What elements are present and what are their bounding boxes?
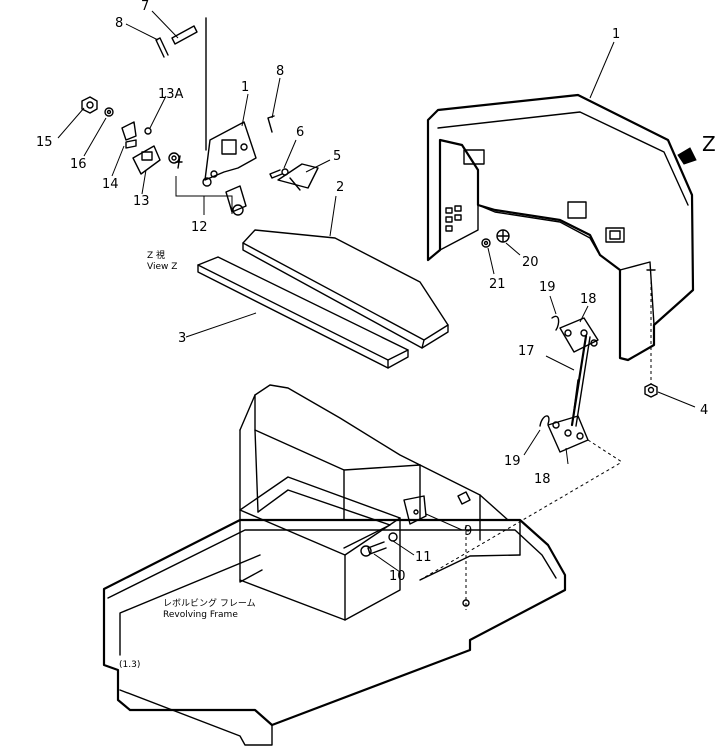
callout-labels: 1 1 2 3 4 5 6 7 8 8 9 10 11 12 13 13A 14… (36, 0, 708, 584)
callout-7: 7 (141, 0, 149, 14)
bolt-part-20-21 (481, 229, 510, 248)
callout-20: 20 (522, 255, 539, 270)
callout-8-mid: 8 (276, 64, 284, 79)
view-z-caption-en: View Z (147, 262, 177, 272)
revolving-frame (102, 384, 623, 746)
callout-6: 6 (296, 125, 304, 140)
callout-4: 4 (700, 403, 708, 418)
callout-19-top: 19 (539, 280, 556, 295)
callout-3: 3 (178, 331, 186, 346)
gas-spring-part-17 (539, 315, 623, 463)
callout-11: 11 (415, 550, 432, 565)
callout-12: 12 (191, 220, 208, 235)
panel-part-3 (197, 256, 409, 369)
panel-part-2 (242, 229, 449, 349)
frame-label-jp: レボルビング フレーム (163, 597, 256, 609)
corner-mark: (1.3) (119, 660, 140, 670)
callout-1-top: 1 (612, 27, 620, 42)
callout-17: 17 (518, 344, 535, 359)
callout-8-top: 8 (115, 16, 123, 31)
callout-18-bottom: 18 (534, 472, 551, 487)
callout-14: 14 (102, 177, 119, 192)
callout-10: 10 (389, 569, 406, 584)
callout-13: 13 (133, 194, 150, 209)
callout-2: 2 (336, 180, 344, 195)
callout-18-top: 18 (580, 292, 597, 307)
frame-label-en: Revolving Frame (163, 610, 238, 620)
callout-13a: 13A (158, 87, 184, 102)
callout-1-left: 1 (241, 80, 249, 95)
leader-lines (57, 10, 696, 573)
callout-16: 16 (70, 157, 87, 172)
callout-5: 5 (333, 149, 341, 164)
callout-15: 15 (36, 135, 53, 150)
latch-assembly (81, 17, 319, 216)
callout-9: 9 (464, 524, 472, 539)
cover-assembly (426, 93, 697, 362)
callout-19-bottom: 19 (504, 454, 521, 469)
callout-21: 21 (489, 277, 506, 292)
view-z-caption-jp: Z 視 (147, 249, 165, 261)
nut-part-4 (644, 269, 658, 398)
view-z-letter: Z (702, 132, 716, 156)
